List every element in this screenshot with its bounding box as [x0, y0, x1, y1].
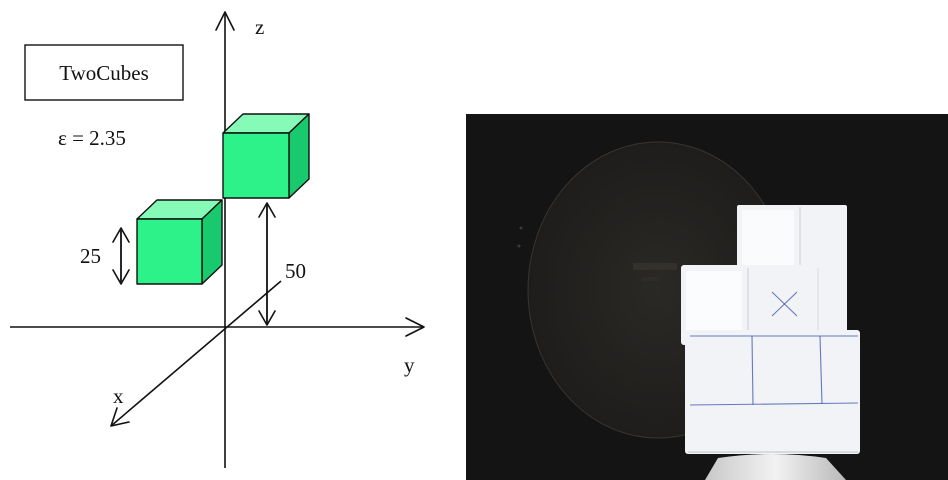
- disc-logo-smudge: [633, 263, 677, 270]
- upper-cube-front-face: [222, 132, 290, 199]
- middle-cube-highlight: [686, 271, 742, 337]
- y-axis-arrow: [405, 317, 425, 337]
- cube-size-dimension: 25: [80, 227, 130, 285]
- measurement-photo: [466, 114, 948, 480]
- cube-size-arrow-up: [112, 227, 130, 243]
- y-axis: y: [10, 317, 425, 377]
- cube-size-arrow-down: [112, 269, 130, 285]
- offset-dimension: 50: [258, 202, 306, 326]
- lower-cube-front-face: [136, 218, 203, 285]
- z-axis-arrow: [215, 11, 235, 31]
- x-axis-label: x: [113, 384, 124, 408]
- top-cube-highlight: [742, 210, 794, 270]
- model-name-frame: [24, 44, 184, 101]
- upper-cube: [222, 113, 310, 199]
- geometry-diagram: TwoCubes ε = 2.35 z y x: [10, 11, 425, 468]
- grid-line-right: [819, 335, 823, 405]
- x-axis-line: [110, 280, 282, 427]
- permittivity-label: ε = 2.35: [58, 126, 126, 150]
- model-name-box: TwoCubes: [24, 44, 184, 101]
- disc-logo-smudge-small: [642, 277, 660, 281]
- grid-line-bottom: [689, 402, 859, 406]
- foam-block-bottom: [685, 330, 860, 454]
- offset-arrow-down: [258, 310, 276, 326]
- y-axis-label: y: [404, 353, 415, 377]
- offset-arrow-up: [258, 202, 276, 218]
- z-axis-label: z: [255, 15, 264, 39]
- x-axis-arrow: [110, 407, 130, 427]
- model-name: TwoCubes: [59, 61, 149, 85]
- lower-cube: [136, 199, 223, 285]
- foam-pedestal: [705, 454, 846, 480]
- grid-line-left: [751, 335, 754, 406]
- disc-rivet-lower: [517, 244, 521, 248]
- x-axis: x: [110, 280, 282, 427]
- marker-cross-stroke-2: [771, 291, 798, 317]
- foam-block-stack: [681, 205, 860, 454]
- cube-size-label: 25: [80, 244, 101, 268]
- disc-rivet-upper: [519, 226, 523, 230]
- offset-label: 50: [285, 259, 306, 283]
- z-axis: z: [215, 11, 264, 468]
